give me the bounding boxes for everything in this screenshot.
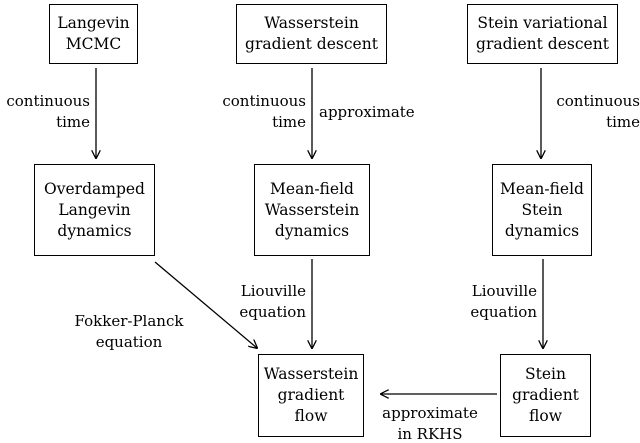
edge-label-text: Fokker-Planck — [74, 312, 184, 330]
node-wasserstein-gradient-flow: Wasserstein gradient flow — [258, 354, 364, 437]
node-text: MCMC — [65, 35, 122, 53]
node-text: gradient — [277, 386, 345, 404]
node-text: Langevin — [58, 200, 131, 219]
edge-label-text: Liouville — [471, 282, 537, 300]
node-text: Stein — [525, 365, 566, 383]
edge-label-text: equation — [239, 303, 306, 321]
edge-label-text: approximate — [319, 103, 415, 121]
node-text: Stein variational — [477, 14, 608, 32]
edge-label-liouville-right: Liouville equation — [446, 281, 537, 323]
edge-label-text: Liouville — [240, 282, 306, 300]
edge-label-approximate-mid: approximate — [319, 102, 415, 123]
edge-label-text: continuous — [556, 92, 640, 110]
node-text: Langevin — [57, 14, 130, 32]
edge-label-liouville-mid: Liouville equation — [218, 281, 306, 323]
node-text: gradient descent — [245, 35, 378, 53]
node-text: flow — [294, 407, 328, 425]
edge-label-text: approximate — [382, 404, 478, 422]
edge-label-fokker-planck: Fokker-Planck equation — [70, 311, 188, 353]
node-overdamped-langevin-dynamics: Overdamped Langevin dynamics — [34, 164, 155, 256]
edge-label-continuous-time-right: continuous time — [540, 91, 640, 133]
edge-label-text: continuous — [6, 92, 90, 110]
node-text: Mean-field — [500, 179, 584, 198]
edge-label-text: continuous — [222, 92, 306, 110]
edge-label-text: time — [272, 113, 306, 131]
node-mean-field-wasserstein-dynamics: Mean-field Wasserstein dynamics — [254, 164, 370, 256]
node-stein-variational-gradient-descent: Stein variational gradient descent — [467, 4, 618, 64]
node-text: Overdamped — [44, 179, 145, 198]
node-wasserstein-gradient-descent: Wasserstein gradient descent — [236, 4, 387, 64]
node-langevin-mcmc: Langevin MCMC — [49, 4, 138, 64]
node-text: dynamics — [504, 221, 580, 240]
edge-label-text: in RKHS — [397, 425, 463, 443]
arrow-overdamped-to-wasserstein-flow — [154, 261, 257, 348]
node-text: gradient descent — [476, 35, 609, 53]
edge-label-approximate-in-rkhs: approximate in RKHS — [372, 403, 488, 443]
edge-label-text: equation — [470, 303, 537, 321]
edge-label-continuous-time-left: continuous time — [0, 91, 90, 133]
edge-label-text: equation — [95, 333, 163, 351]
edge-label-continuous-time-mid: continuous time — [210, 91, 306, 133]
node-text: Wasserstein — [264, 14, 359, 32]
node-text: Stein — [521, 200, 563, 219]
node-text: Wasserstein — [264, 200, 360, 219]
node-text: dynamics — [274, 221, 350, 240]
node-text: Mean-field — [270, 179, 354, 198]
node-text: Wasserstein — [263, 365, 359, 383]
node-mean-field-stein-dynamics: Mean-field Stein dynamics — [492, 164, 592, 256]
node-text: dynamics — [57, 221, 132, 240]
node-text: flow — [529, 407, 562, 425]
edge-label-text: time — [56, 113, 90, 131]
edge-label-text: time — [606, 113, 640, 131]
node-text: gradient — [512, 386, 579, 404]
node-stein-gradient-flow: Stein gradient flow — [500, 354, 591, 437]
